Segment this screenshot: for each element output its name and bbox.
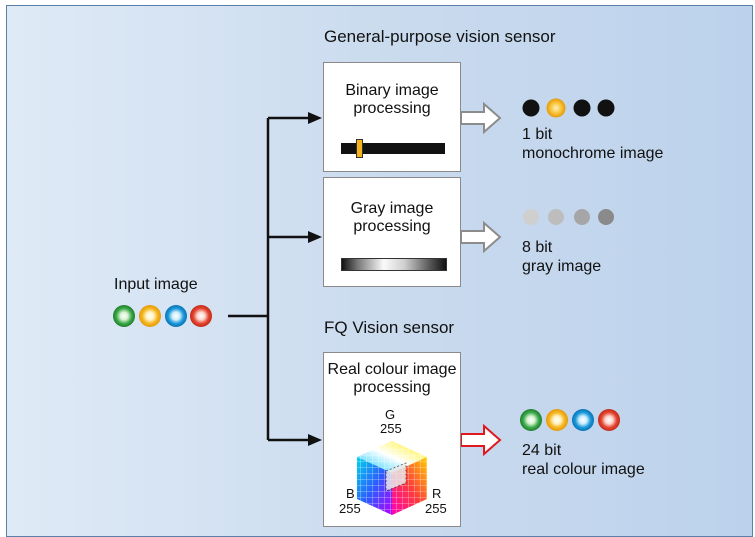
cube-cutaway-inner <box>385 462 407 492</box>
cube-axis-g-label: G <box>385 407 396 422</box>
binary-threshold-marker <box>356 139 363 158</box>
branch-arrowheads <box>308 112 322 446</box>
arrowhead-gray <box>308 231 322 243</box>
cube-faces <box>357 441 427 515</box>
binary-circle-1 <box>522 99 540 117</box>
cube-left-grid <box>357 457 392 515</box>
binary-box-title-line1: Binary image <box>345 82 439 99</box>
colour-circle-red <box>598 409 620 431</box>
cube-axis-b-value: 255 <box>339 501 361 516</box>
input-image-circles <box>113 305 212 327</box>
input-circle-red <box>190 305 212 327</box>
gray-box-title-line1: Gray image <box>350 200 434 217</box>
colour-processing-box: Real colour image processing G 255 B 255… <box>323 352 461 527</box>
gray-processing-box: Gray image processing <box>323 177 461 287</box>
binary-level-bar <box>341 143 445 154</box>
input-image-label: Input image <box>114 276 198 293</box>
input-circle-green <box>113 305 135 327</box>
output-arrow-binary <box>460 101 502 135</box>
colour-circle-blue <box>572 409 594 431</box>
input-circle-yellow <box>139 305 161 327</box>
cube-axis-b-label: B <box>346 486 355 501</box>
gray-circle-2 <box>548 209 564 225</box>
colour-circle-green <box>520 409 542 431</box>
gray-output-line1: 8 bit <box>522 239 553 256</box>
binary-circle-3 <box>573 99 591 117</box>
colour-output-line1: 24 bit <box>522 442 562 459</box>
gray-circle-3 <box>574 209 590 225</box>
cube-axis-r-value: 255 <box>425 501 447 516</box>
binary-circle-2 <box>546 98 566 118</box>
binary-circle-4 <box>597 99 615 117</box>
connector-lines <box>228 116 310 442</box>
output-arrow-colour <box>460 423 502 457</box>
section-title-fq: FQ Vision sensor <box>324 318 455 337</box>
colour-output-circles <box>520 409 620 431</box>
gray-circle-1 <box>523 209 539 225</box>
binary-output-line1: 1 bit <box>522 126 553 143</box>
rgb-colour-cube <box>357 441 427 515</box>
colour-box-title-line1: Real colour image <box>327 361 457 378</box>
input-circle-blue <box>165 305 187 327</box>
binary-box-title-line2: processing <box>353 100 431 117</box>
binary-processing-box: Binary image processing <box>323 62 461 172</box>
colour-box-title-line2: processing <box>353 379 431 396</box>
cube-axis-g-value: 255 <box>380 421 402 436</box>
cube-axis-r-label: R <box>432 486 442 501</box>
colour-output-line2: real colour image <box>522 461 645 478</box>
section-title-general-purpose: General-purpose vision sensor <box>324 27 556 46</box>
arrowhead-colour <box>308 434 322 446</box>
binary-output-circles <box>522 98 615 118</box>
arrowhead-binary <box>308 112 322 124</box>
gray-output-line2: gray image <box>522 258 602 275</box>
gray-level-bar <box>341 258 447 271</box>
colour-circle-yellow <box>546 409 568 431</box>
gray-circle-4 <box>598 209 614 225</box>
gray-box-title-line2: processing <box>353 218 431 235</box>
output-arrow-gray <box>460 220 502 254</box>
gray-output-circles <box>523 209 614 225</box>
binary-output-line2: monochrome image <box>522 145 664 162</box>
